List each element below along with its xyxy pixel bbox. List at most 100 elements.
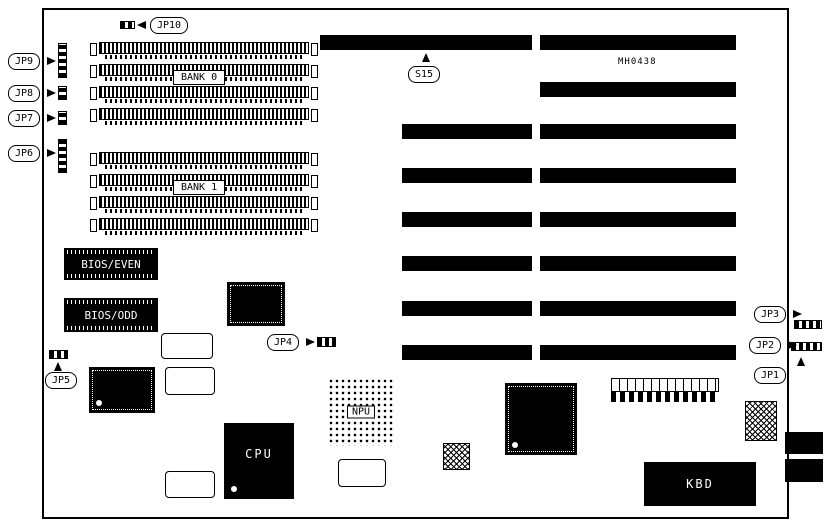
- oscillator: [165, 367, 215, 395]
- label-jp9: JP9: [8, 53, 41, 70]
- jp6-jumper-block: [58, 139, 67, 173]
- simm-clip: [311, 197, 318, 210]
- chipset-chip: [505, 383, 577, 455]
- simm-socket: [90, 218, 318, 238]
- isa-slot: [540, 124, 736, 139]
- jp5-arrow-icon: [54, 362, 62, 371]
- simm-clip: [311, 109, 318, 122]
- label-jp5: JP5: [45, 372, 78, 389]
- label-jp3-text: JP3: [761, 309, 780, 320]
- kbd-chip-text: KBD: [686, 477, 714, 491]
- simm-clip: [311, 153, 318, 166]
- simm-clip: [90, 65, 97, 78]
- isa-slot: [320, 35, 532, 50]
- simm-socket: [90, 86, 318, 106]
- label-jp1: JP1: [754, 367, 787, 384]
- jp8-arrow-icon: [47, 89, 56, 97]
- oscillator: [338, 459, 386, 487]
- label-jp2: JP2: [749, 337, 782, 354]
- label-jp10: JP10: [150, 17, 189, 34]
- simm-socket: [90, 196, 318, 216]
- simm-clip: [90, 197, 97, 210]
- label-jp7: JP7: [8, 110, 41, 127]
- label-jp8: JP8: [8, 85, 41, 102]
- qfp-chip: [89, 367, 155, 413]
- bank0-label-text: BANK 0: [181, 72, 218, 83]
- simm-socket: [90, 152, 318, 172]
- simm-clip: [90, 175, 97, 188]
- label-jp4-text: JP4: [274, 337, 293, 348]
- jp1-arrow-icon: [797, 357, 805, 366]
- isa-slot: [540, 256, 736, 271]
- kbd-chip: KBD: [644, 462, 756, 506]
- jp7-jumper-block: [58, 111, 67, 125]
- din-keyboard-connector: [785, 432, 823, 482]
- isa-slot: [402, 301, 532, 316]
- bank1-label: BANK 1: [173, 180, 226, 195]
- isa-slot: [540, 168, 736, 183]
- bank1-label-text: BANK 1: [181, 182, 218, 193]
- model-number-text: MH0438: [618, 57, 657, 67]
- npu-socket: NPU: [328, 378, 394, 446]
- jp3-arrow-icon: [793, 310, 802, 318]
- jp9-arrow-icon: [47, 57, 56, 65]
- bios-even-chip: BIOS/EVEN: [64, 248, 158, 280]
- oscillator: [165, 471, 215, 498]
- label-jp7-text: JP7: [15, 113, 34, 124]
- jp4-jumper-block: [317, 337, 336, 347]
- isa-slot: [402, 345, 532, 360]
- simm-clip: [90, 153, 97, 166]
- label-s15: S15: [408, 66, 441, 83]
- label-jp4: JP4: [267, 334, 300, 351]
- simm-clip: [311, 87, 318, 100]
- simm-clip: [311, 175, 318, 188]
- power-connector: [745, 401, 777, 441]
- isa-slot: [540, 82, 736, 97]
- isa-slot: [540, 301, 736, 316]
- label-jp10-text: JP10: [157, 20, 182, 31]
- small-connector: [443, 443, 470, 470]
- simm-clip: [90, 87, 97, 100]
- bios-odd-chip: BIOS/ODD: [64, 298, 158, 332]
- label-jp6-text: JP6: [15, 148, 34, 159]
- cpu-chip-text: CPU: [245, 447, 273, 461]
- jp10-arrow-icon: [137, 21, 146, 29]
- bank0-label: BANK 0: [173, 70, 226, 85]
- jp10-jumper-block: [120, 21, 135, 29]
- jp6-arrow-icon: [47, 149, 56, 157]
- simm-clip: [311, 219, 318, 232]
- simm-clip: [311, 65, 318, 78]
- s15-arrow-icon: [422, 53, 430, 62]
- label-jp8-text: JP8: [15, 88, 34, 99]
- bios-odd-text: BIOS/ODD: [84, 308, 138, 322]
- label-jp2-text: JP2: [756, 340, 775, 351]
- jp2-arrow-icon: [788, 341, 797, 349]
- isa-slot: [402, 212, 532, 227]
- isa-slot: [402, 124, 532, 139]
- label-jp9-text: JP9: [15, 56, 34, 67]
- isa-slot: [540, 35, 736, 50]
- simm-clip: [311, 43, 318, 56]
- isa-slot: [540, 345, 736, 360]
- isa-slot: [402, 168, 532, 183]
- simm-socket: [90, 108, 318, 128]
- jp3-jumper-block: [794, 320, 822, 329]
- label-jp5-text: JP5: [52, 375, 71, 386]
- pin-header-connector: [611, 378, 719, 402]
- label-jp3: JP3: [754, 306, 787, 323]
- simm-socket: [90, 42, 318, 62]
- qfp-chip: [227, 282, 285, 326]
- simm-clip: [90, 43, 97, 56]
- label-jp6: JP6: [8, 145, 41, 162]
- cpu-chip: CPU: [224, 423, 294, 499]
- jp4-arrow-icon: [306, 338, 315, 346]
- bios-even-text: BIOS/EVEN: [81, 257, 141, 271]
- jp9-jumper-block: [58, 43, 67, 78]
- jp5-jumper-block: [49, 350, 68, 359]
- isa-slot: [402, 256, 532, 271]
- label-jp1-text: JP1: [761, 370, 780, 381]
- label-s15-text: S15: [415, 69, 434, 80]
- jp7-arrow-icon: [47, 114, 56, 122]
- simm-clip: [90, 219, 97, 232]
